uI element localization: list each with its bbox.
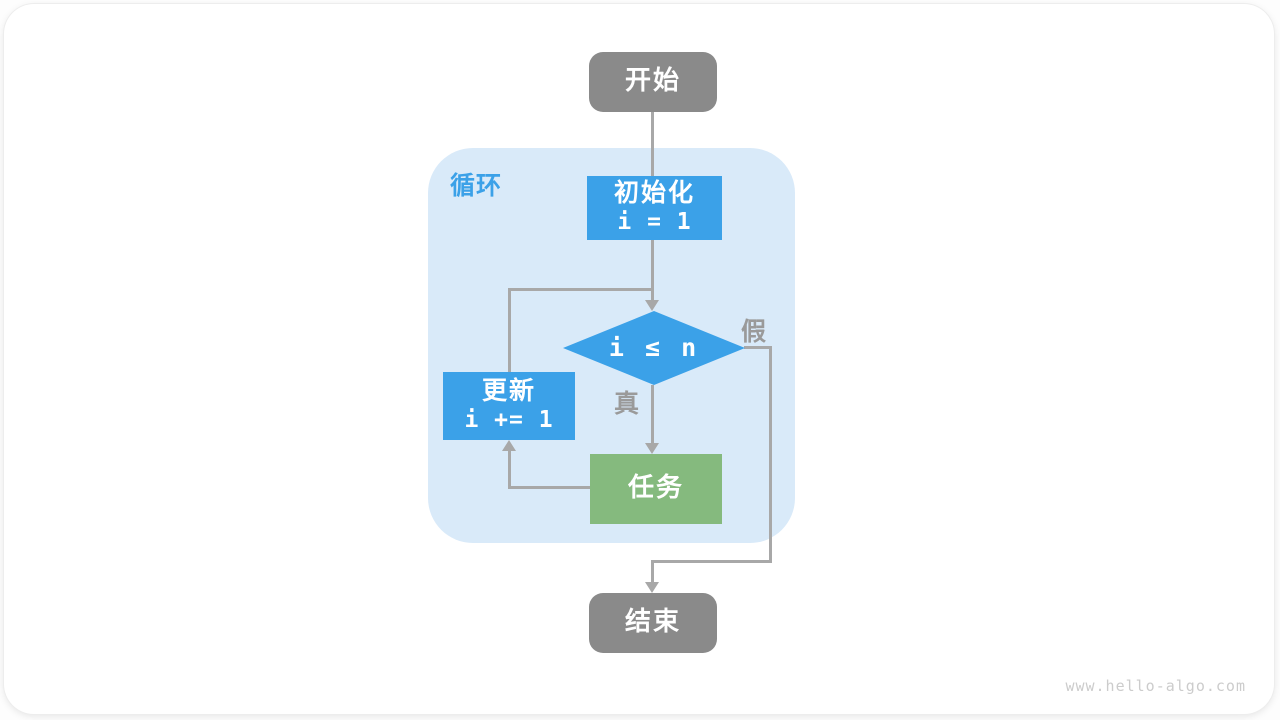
connector-false-horizontal-bottom bbox=[651, 560, 772, 563]
init-node: 初始化 i = 1 bbox=[587, 176, 722, 240]
connector-into-end bbox=[651, 560, 654, 583]
arrowhead-into-task bbox=[645, 443, 659, 454]
init-node-code: i = 1 bbox=[617, 209, 692, 235]
watermark: www.hello-algo.com bbox=[1065, 677, 1246, 695]
start-node: 开始 bbox=[589, 52, 717, 112]
connector-update-to-top bbox=[508, 288, 511, 372]
condition-node-code: i ≤ n bbox=[608, 333, 700, 363]
branch-false-label: 假 bbox=[741, 317, 767, 346]
connector-init-to-condition bbox=[651, 240, 654, 302]
loop-region-label: 循环 bbox=[450, 171, 503, 200]
arrowhead-into-end bbox=[645, 582, 659, 593]
start-node-label: 开始 bbox=[624, 66, 681, 97]
init-node-title: 初始化 bbox=[613, 178, 695, 208]
connector-false-vertical bbox=[769, 346, 772, 563]
end-node-label: 结束 bbox=[624, 607, 681, 638]
connector-left-up-to-update bbox=[508, 451, 511, 489]
connector-feedback-horizontal-top bbox=[508, 288, 654, 291]
connector-condition-to-task bbox=[651, 385, 654, 444]
end-node: 结束 bbox=[589, 593, 717, 653]
task-node-label: 任务 bbox=[627, 473, 684, 504]
branch-true-label: 真 bbox=[614, 389, 640, 418]
arrowhead-into-condition bbox=[645, 300, 659, 311]
connector-condition-false-right bbox=[744, 346, 771, 349]
update-node-code: i += 1 bbox=[464, 407, 554, 433]
update-node: 更新 i += 1 bbox=[443, 372, 575, 440]
connector-start-to-init bbox=[651, 112, 654, 178]
task-node: 任务 bbox=[590, 454, 722, 524]
arrowhead-into-update bbox=[502, 440, 516, 451]
connector-task-to-left bbox=[508, 486, 592, 489]
update-node-title: 更新 bbox=[481, 376, 536, 406]
